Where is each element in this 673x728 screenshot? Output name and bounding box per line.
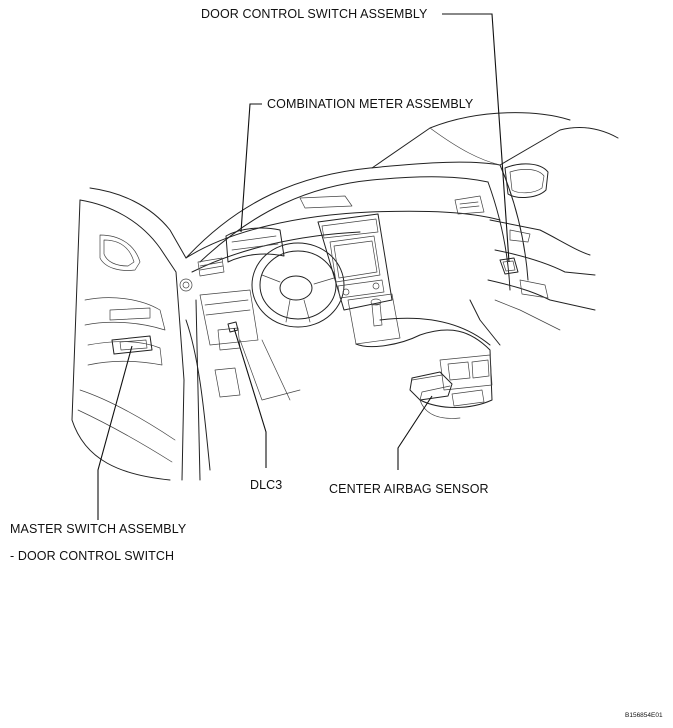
door-control-switch-label: DOOR CONTROL SWITCH ASSEMBLY [201, 7, 428, 21]
dlc3-label: DLC3 [250, 478, 283, 492]
dlc3-connector-shape [227, 321, 239, 333]
leader-lines [97, 13, 510, 520]
left-door [71, 187, 187, 481]
combination-meter-label: COMBINATION METER ASSEMBLY [267, 97, 474, 111]
center-airbag-sensor-shape [409, 371, 453, 401]
right-door [469, 163, 596, 346]
master-switch-sublabel: - DOOR CONTROL SWITCH [10, 549, 175, 563]
center-airbag-sensor-label: CENTER AIRBAG SENSOR [329, 482, 489, 496]
windshield-outline [185, 112, 619, 263]
center-stack [317, 213, 493, 419]
dashboard [179, 195, 501, 481]
figure-id: B156854E01 [625, 712, 663, 719]
master-switch-label: MASTER SWITCH ASSEMBLY [10, 522, 187, 536]
